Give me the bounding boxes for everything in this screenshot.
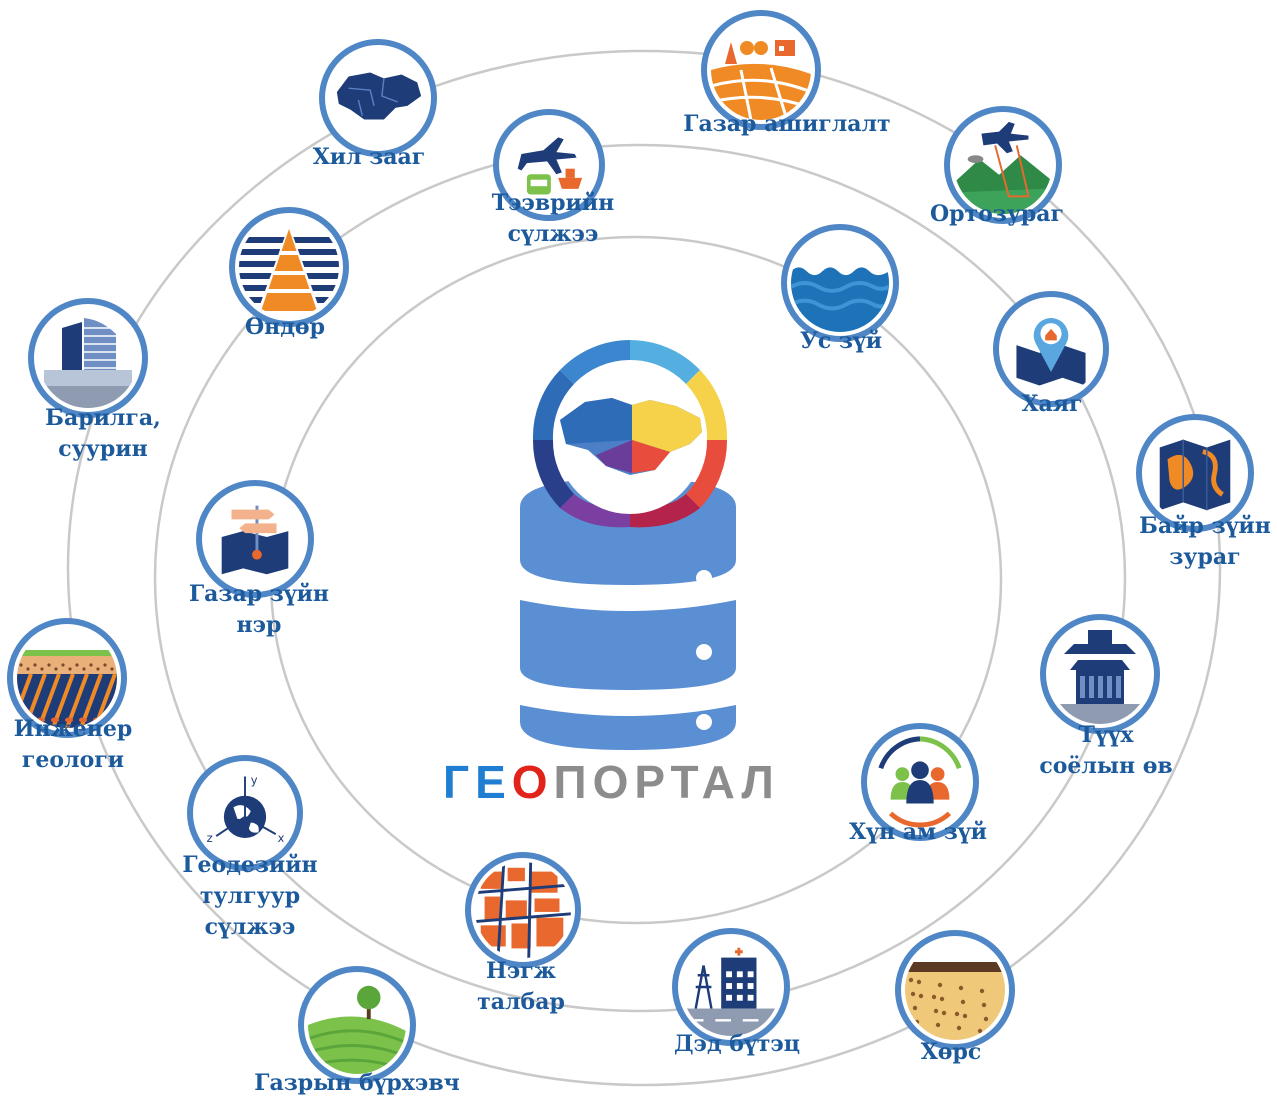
label-line: Хил зааг [312,144,426,170]
land-cover-icon [298,966,416,1084]
label-line: нэр [236,612,282,638]
label-geodesy: Геодезийн тулгуур сүлжээ [182,850,317,943]
label-landcover: Газрын бүрхэвч [254,1068,459,1099]
label-line: Хүн ам зүй [849,819,987,845]
svg-text:z: z [207,831,213,845]
label-line: Түүх [1078,722,1134,748]
label-heritage: Түүх соёлын өв [1039,720,1172,782]
label-line: Газар ашиглалт [683,111,891,137]
label-line: Өндөр [245,314,325,340]
globe-axes-icon: y z x [187,755,303,871]
label-soil: Хөрс [921,1037,982,1068]
label-placename: Газар зүйн нэр [189,579,329,641]
label-line: Ортозураг [929,201,1065,227]
label-landuse: Газар ашиглалт [683,109,890,140]
svg-text:x: x [278,831,285,845]
label-population: Хүн ам зүй [849,817,987,848]
label-ortho: Ортозураг [930,199,1064,230]
label-line: Нэгж [486,958,556,984]
soil-icon [895,930,1015,1050]
temple-icon [1040,614,1160,734]
label-line: Дэд бүтэц [673,1031,801,1057]
infrastructure-icon [672,928,790,1046]
parcel-map-icon [465,852,581,968]
address-pin-icon [993,291,1109,407]
wordmark-portal: ПОРТАЛ [553,756,780,808]
label-line: геологи [21,747,125,773]
label-line: Барилга, [45,405,161,431]
outer-ring [66,49,1222,1087]
label-line: сүлжээ [507,221,599,247]
wordmark-ge: ГЕ [443,756,512,808]
geoportal-wordmark: ГЕОПОРТАЛ [443,757,813,807]
soil-layers-icon [7,618,127,738]
geoportal-logo-graphic [520,340,736,750]
elevation-cone-icon [229,207,349,327]
label-line: Хөрс [920,1039,982,1065]
airplane-survey-icon [944,106,1062,224]
orbit-rings [66,49,1222,1087]
label-geology: Инженер геологи [14,714,133,776]
wordmark-o: О [511,756,554,808]
people-icon [861,723,979,841]
building-icon [28,298,148,418]
logo-mongolia-shape [560,398,702,475]
label-line: зураг [1169,544,1241,570]
label-topomap: Байр зүйн зураг [1139,511,1271,573]
label-address: Хаяг [1021,389,1082,420]
land-use-icon [701,10,821,130]
middle-ring [153,143,1127,1013]
label-line: тулгуур [199,883,301,909]
logo-pin-ring [532,340,728,528]
label-line: Инженер [13,716,133,742]
label-border: Хил зааг [313,142,426,173]
label-line: Газар зүйн [188,581,330,607]
label-line: Геодезийн [182,852,318,878]
label-line: Тээврийн [491,190,615,216]
label-transport: Тээврийн сүлжээ [492,188,615,250]
label-parcel: Нэгж талбар [477,956,565,1018]
label-line: суурин [58,436,148,462]
label-infra: Дэд бүтэц [674,1029,800,1060]
badges: y z x [7,10,1254,1084]
label-elevation: Өндөр [245,312,325,343]
label-line: талбар [477,989,565,1015]
water-icon [781,224,899,342]
label-hydro: Ус зүй [800,326,882,357]
svg-text:y: y [251,773,258,787]
mongolia-map-icon [319,39,437,157]
label-building: Барилга, суурин [45,403,161,465]
signpost-map-icon [196,480,314,598]
label-line: соёлын өв [1039,753,1173,779]
label-line: Хаяг [1021,391,1083,417]
transport-icon [493,109,605,221]
label-line: Байр зүйн [1139,513,1271,539]
label-line: Ус зүй [799,328,883,354]
topographic-map-icon [1136,414,1254,532]
label-line: сүлжээ [204,914,296,940]
label-line: Газрын бүрхэвч [254,1070,460,1096]
